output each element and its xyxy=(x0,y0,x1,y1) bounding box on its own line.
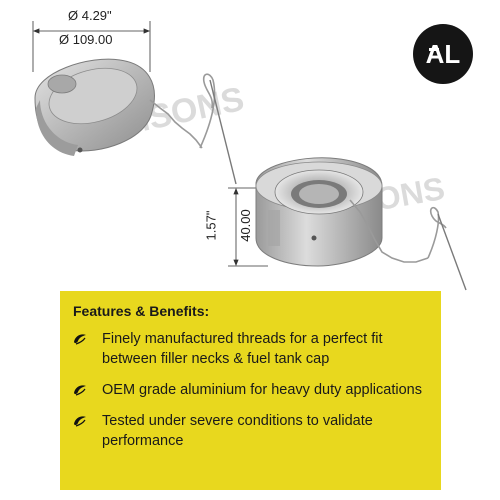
height-inch-label: 1.57" xyxy=(203,210,219,241)
diameter-inch-label: Ø 4.29" xyxy=(68,8,112,23)
features-panel: Features & Benefits: Finely manufactured… xyxy=(60,291,441,490)
diameter-dimension xyxy=(32,21,151,72)
feature-item: Tested under severe conditions to valida… xyxy=(73,411,429,451)
diameter-mm-label: Ø 109.00 xyxy=(59,32,113,47)
leaf-swirl-icon xyxy=(74,385,86,396)
svg-text:AL: AL xyxy=(426,39,461,69)
al-logo-icon: AL xyxy=(413,24,473,84)
feature-text: OEM grade aluminium for heavy duty appli… xyxy=(102,382,422,398)
feature-item: Finely manufactured threads for a perfec… xyxy=(73,329,429,369)
height-mm-label: 40.00 xyxy=(237,209,253,242)
fuel-cap-top-view xyxy=(34,58,155,156)
features-title: Features & Benefits: xyxy=(73,303,210,319)
chain-top xyxy=(149,73,237,185)
feature-item: OEM grade aluminium for heavy duty appli… xyxy=(73,380,429,400)
feature-text: Tested under severe conditions to valida… xyxy=(102,413,373,449)
chain-side xyxy=(349,199,467,291)
fuel-cap-side-view xyxy=(255,157,383,267)
leaf-swirl-icon xyxy=(74,334,86,345)
feature-text: Finely manufactured threads for a perfec… xyxy=(102,331,383,367)
leaf-swirl-icon xyxy=(74,416,86,427)
